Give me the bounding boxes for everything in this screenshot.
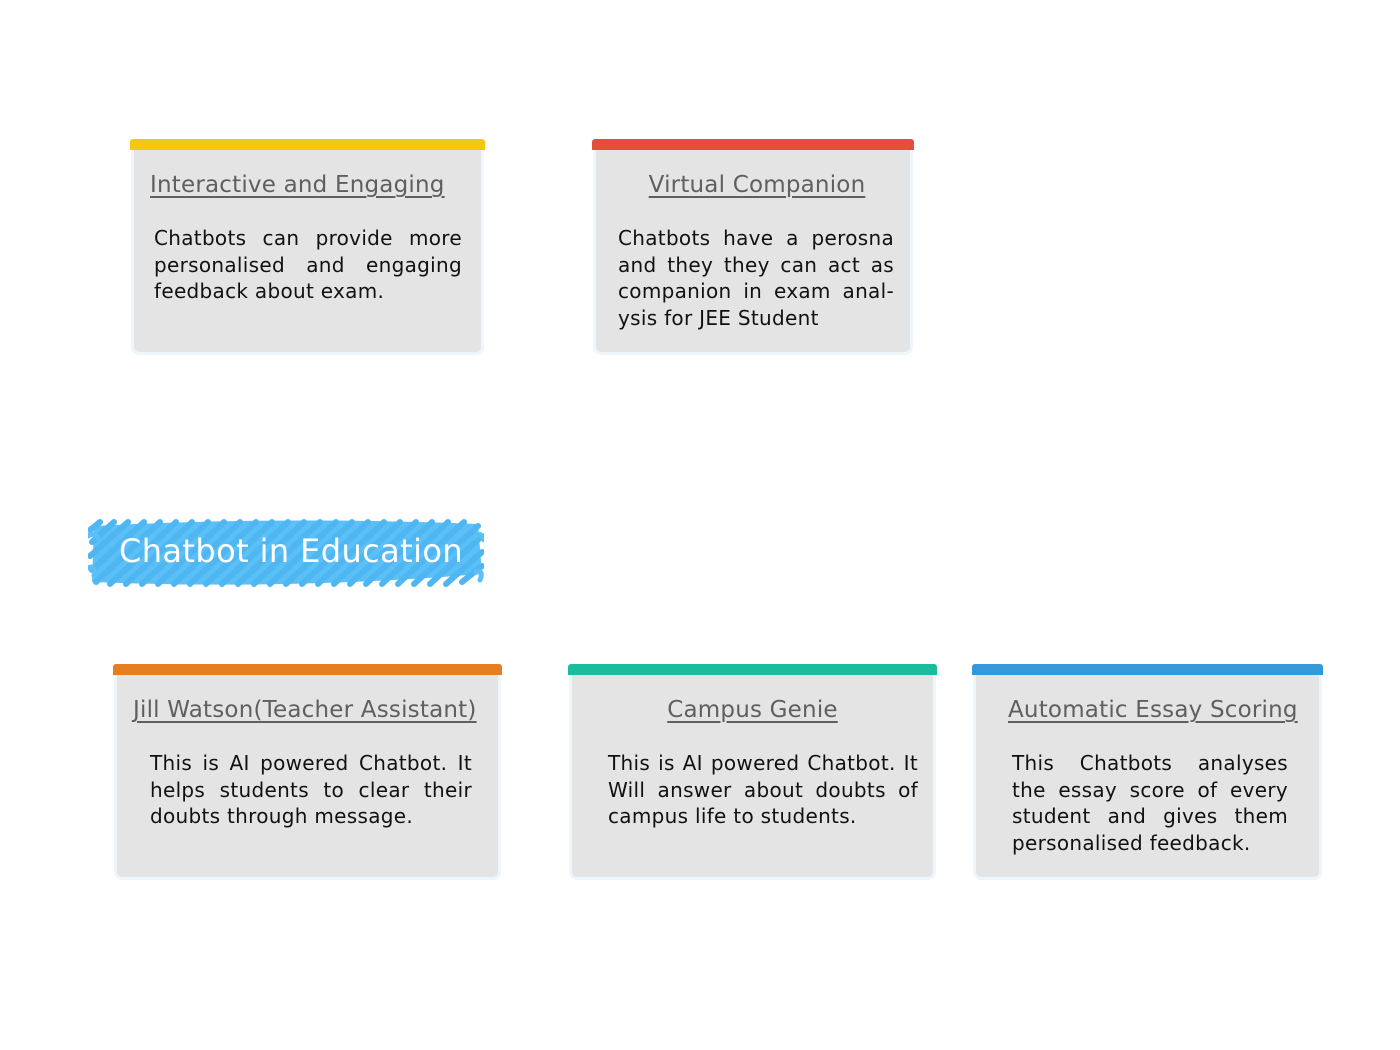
card-virtual-companion: Virtual Companion Chatbots have a perosn…: [592, 139, 914, 355]
card-accent-bar-blue: [972, 664, 1323, 675]
card-interactive-engaging: Interactive and Engaging Chatbots can pr…: [130, 139, 485, 355]
center-topic-label: Chatbot in Education: [119, 532, 464, 570]
card-title: Automatic Essay Scoring: [1008, 697, 1298, 723]
card-body: Chatbots have a perosna and they they ca…: [618, 226, 894, 330]
card-jill-watson: Jill Watson(Teacher Assistant) This is A…: [113, 664, 502, 880]
card-title: Virtual Companion: [648, 172, 866, 198]
card-accent-bar-yellow: [130, 139, 485, 150]
card-title: Interactive and Engaging: [150, 172, 445, 198]
card-accent-bar-orange: [113, 664, 502, 675]
card-title: Jill Watson(Teacher Assistant): [133, 697, 477, 723]
card-body: This is AI powered Chatbot. It helps stu…: [150, 751, 472, 828]
card-body: Chatbots can provide more personalised a…: [154, 226, 462, 303]
card-body: This Chatbots analyses the essay score o…: [1012, 751, 1288, 855]
card-automatic-essay-scoring: Automatic Essay Scoring This Chatbots an…: [972, 664, 1323, 880]
card-title: Campus Genie: [667, 697, 838, 723]
marker-scribble-shape: [88, 519, 484, 587]
center-topic-highlight: Chatbot in Education: [88, 518, 484, 588]
card-accent-bar-red: [592, 139, 914, 150]
card-accent-bar-teal: [568, 664, 937, 675]
card-body: This is AI powered Chatbot. It Will answ…: [608, 751, 918, 828]
card-campus-genie: Campus Genie This is AI powered Chatbot.…: [568, 664, 937, 880]
